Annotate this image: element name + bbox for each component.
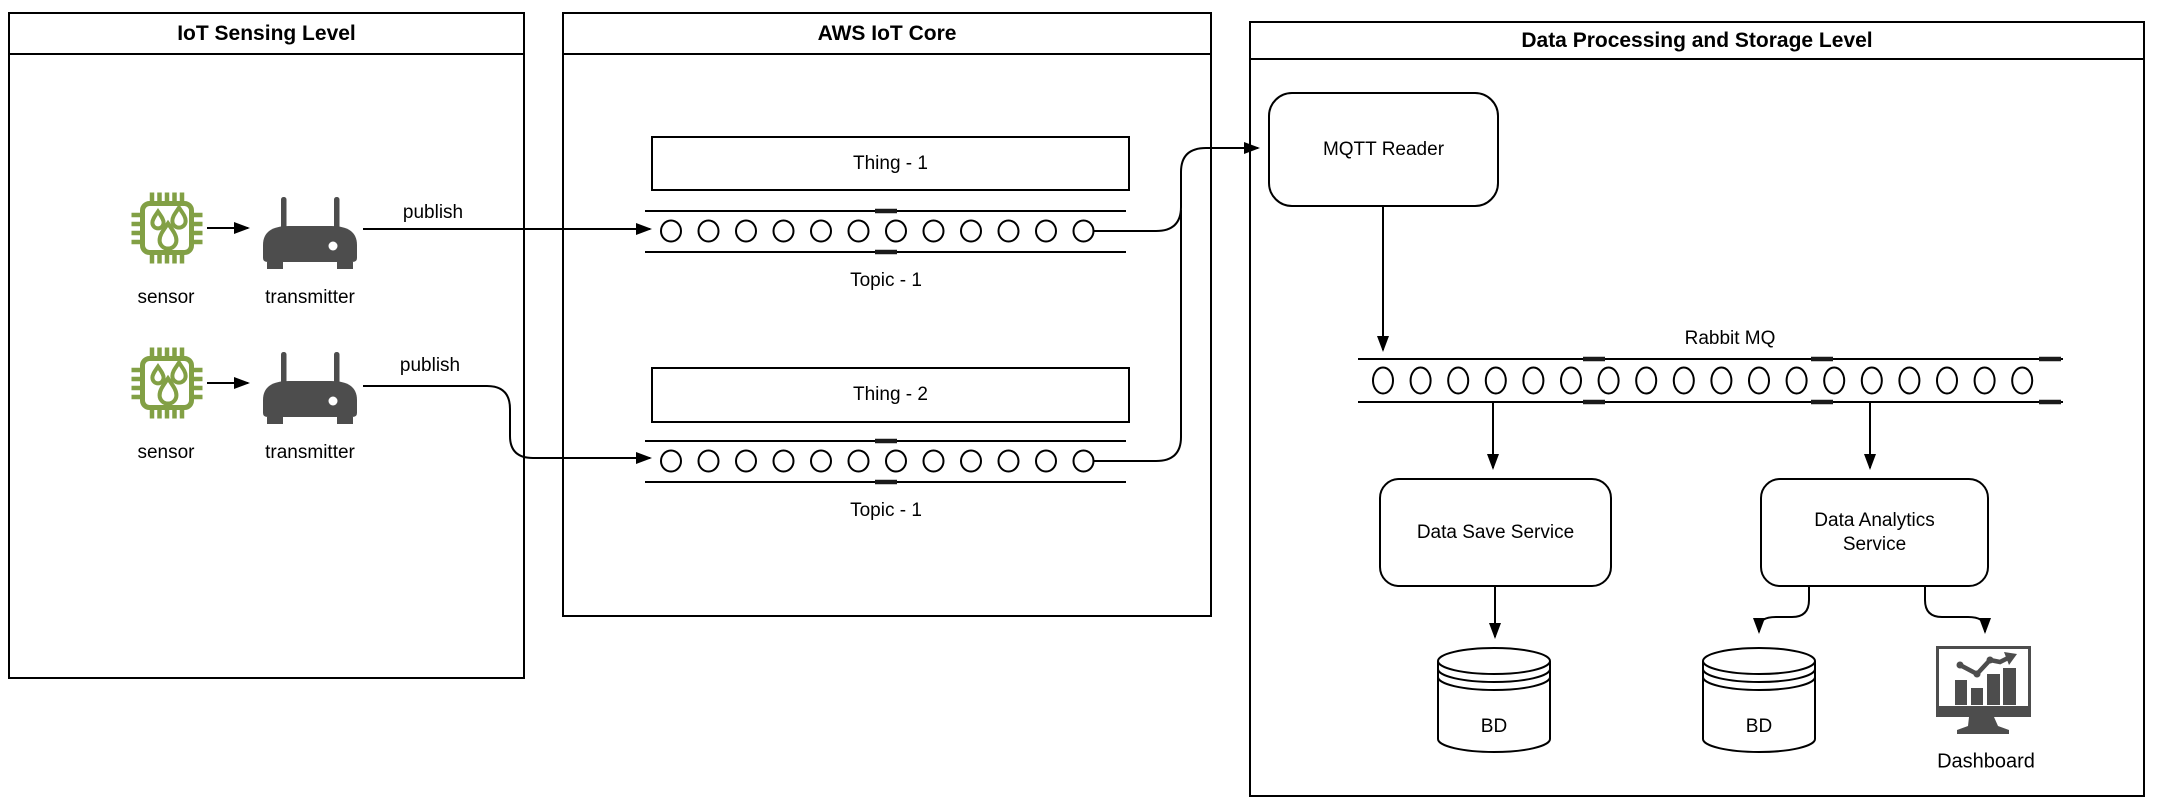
thing-2-box: Thing - 2 [651,367,1130,423]
section-title-aws-iot-core: AWS IoT Core [564,14,1210,55]
data-analytics-service-box: Data Analytics Service [1760,478,1989,587]
sensor-2-label: sensor [137,442,195,463]
publish-1-label: publish [402,202,464,223]
rabbitmq-label: Rabbit MQ [1684,328,1776,349]
topic-1-label: Topic - 1 [850,270,922,291]
section-title-iot-sensing: IoT Sensing Level [10,14,523,55]
publish-2-label: publish [399,355,461,376]
dashboard-label: Dashboard [1937,750,2035,773]
sensor-1-label: sensor [137,287,195,308]
section-title-data-processing: Data Processing and Storage Level [1251,23,2143,60]
database-2-label: BD [1745,716,1773,737]
section-aws-iot-core: AWS IoT Core [562,12,1212,617]
mqtt-reader-box: MQTT Reader [1268,92,1499,207]
data-save-service-box: Data Save Service [1379,478,1612,587]
topic-2-label: Topic - 1 [850,500,922,521]
thing-1-box: Thing - 1 [651,136,1130,191]
transmitter-1-label: transmitter [265,287,355,308]
section-data-processing-storage: Data Processing and Storage Level [1249,21,2145,797]
transmitter-2-label: transmitter [265,442,355,463]
section-iot-sensing-level: IoT Sensing Level [8,12,525,679]
database-1-label: BD [1480,716,1508,737]
